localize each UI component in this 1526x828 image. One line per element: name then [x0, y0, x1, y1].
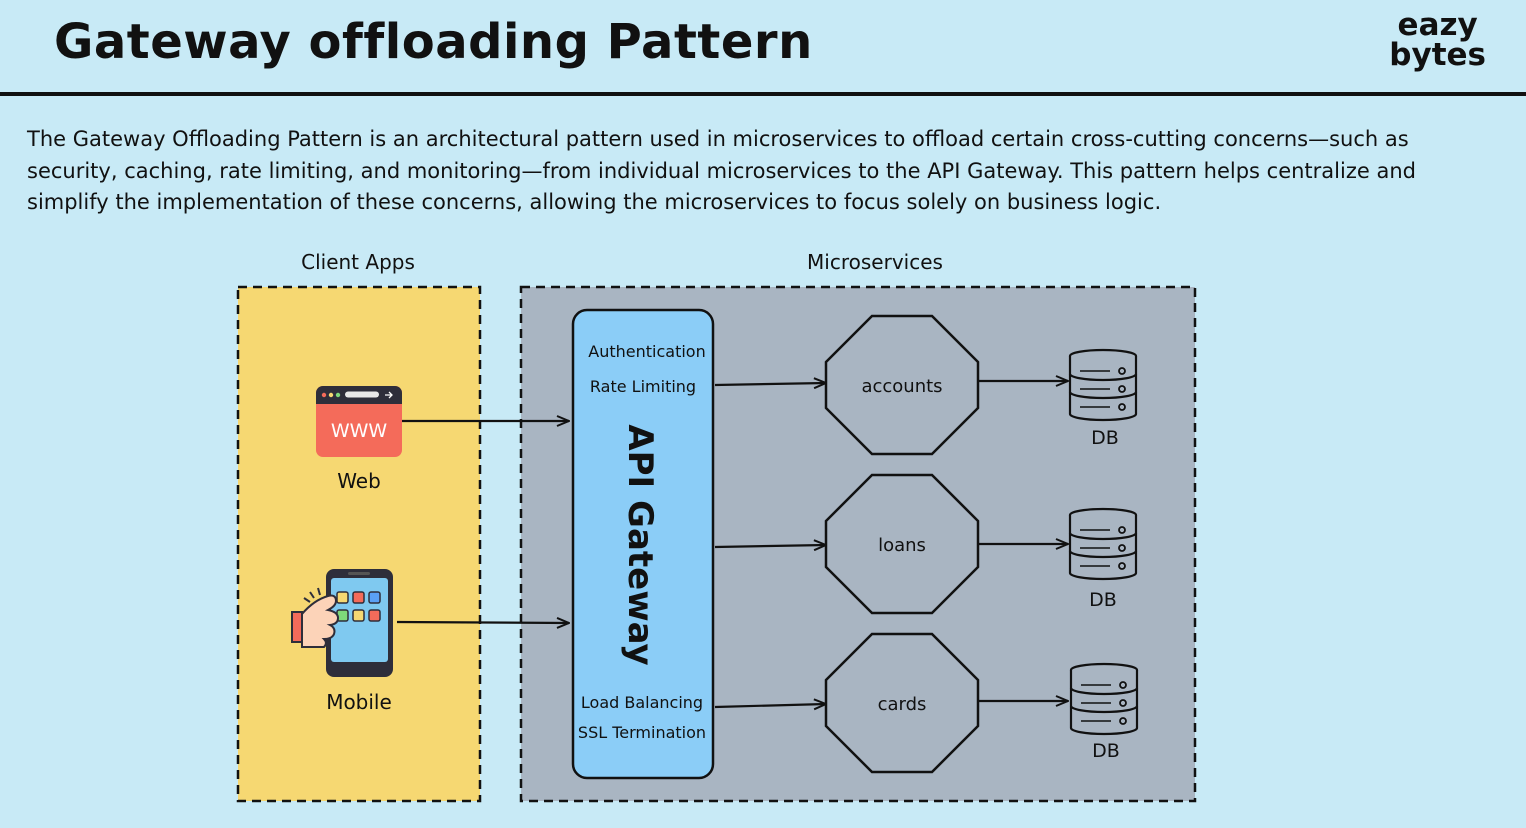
microservices-label: Microservices [807, 250, 943, 274]
client-apps-panel [236, 285, 482, 803]
service-loans-label: loans [878, 535, 926, 556]
service-accounts-node [824, 314, 980, 456]
header-divider [0, 92, 1526, 96]
database-icon [1069, 662, 1139, 736]
service-cards-label: cards [878, 694, 927, 715]
db-loans-label: DB [1089, 589, 1117, 611]
gateway-feature-authentication: Authentication [588, 342, 705, 361]
gateway-feature-load-balancing: Load Balancing [581, 693, 703, 712]
web-browser-icon: WWW [316, 386, 402, 457]
logo-line-1: eazy [1397, 7, 1478, 43]
api-gateway-box [571, 308, 715, 780]
client-web-label: Web [337, 469, 381, 493]
gateway-feature-rate-limiting: Rate Limiting [590, 377, 696, 396]
service-loans-node [824, 473, 980, 615]
arrow-gateway-to-accounts [714, 383, 826, 385]
web-icon-text: WWW [331, 420, 388, 442]
arrow-gateway-to-cards [714, 704, 826, 707]
client-mobile-label: Mobile [326, 690, 392, 714]
page-title: Gateway offloading Pattern [54, 14, 813, 70]
database-icon [1068, 507, 1138, 581]
arrow-mobile-to-gateway [396, 622, 569, 623]
logo-line-2: bytes [1389, 37, 1486, 73]
api-gateway-label: API Gateway [620, 424, 660, 665]
service-cards-node [824, 632, 980, 774]
arrow-gateway-to-loans [714, 545, 826, 547]
db-cards-label: DB [1092, 740, 1120, 762]
mobile-phone-icon [291, 569, 393, 677]
brand-logo: eazy bytes [1389, 7, 1486, 73]
gateway-feature-ssl-termination: SSL Termination [578, 723, 706, 742]
service-accounts-label: accounts [861, 376, 942, 397]
db-accounts-label: DB [1091, 427, 1119, 449]
intro-paragraph: The Gateway Offloading Pattern is an arc… [27, 127, 1416, 214]
database-icon [1068, 348, 1138, 422]
client-apps-label: Client Apps [301, 250, 415, 274]
